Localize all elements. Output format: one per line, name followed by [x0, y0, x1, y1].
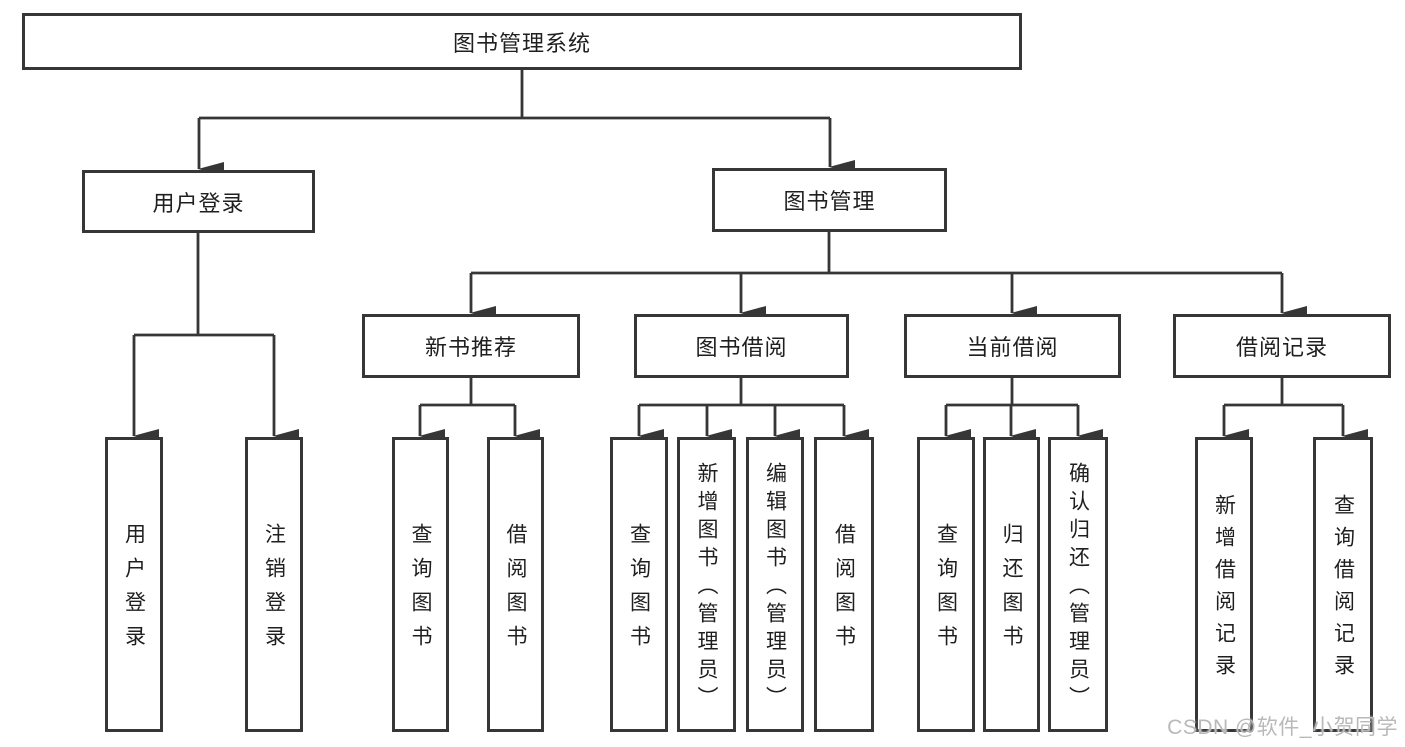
- leaf-borrow-books-recommend: 借阅图书: [487, 437, 544, 732]
- leaf-label: 新增借阅记录: [1212, 494, 1236, 686]
- node-root-system: 图书管理系统: [22, 13, 1022, 70]
- book-management-to-level3-connector: [469, 232, 1307, 320]
- leaf-query-borrow-record: 查询借阅记录: [1313, 437, 1373, 732]
- node-label: 用户登录: [152, 190, 245, 216]
- leaf-borrow-books: 借阅图书: [814, 437, 874, 732]
- borrow-records-leaves-connector: [1222, 378, 1368, 443]
- leaf-label: 用户登录: [122, 523, 146, 659]
- new-book-recommend-leaves-connector: [418, 378, 540, 443]
- node-root-label: 图书管理系统: [452, 30, 591, 56]
- leaf-add-books-admin: 新增图书（管理员）: [677, 437, 736, 732]
- node-borrow-records: 借阅记录: [1173, 314, 1391, 378]
- leaf-add-borrow-record: 新增借阅记录: [1195, 437, 1253, 732]
- current-borrow-leaves-connector: [944, 378, 1103, 443]
- leaf-user-login: 用户登录: [105, 437, 163, 732]
- leaf-label: 借阅图书: [832, 523, 856, 659]
- user-login-to-leaves-connector: [132, 233, 299, 443]
- leaf-label: 查询借阅记录: [1331, 494, 1355, 686]
- leaf-label: 注销登录: [262, 523, 286, 659]
- node-label: 新书推荐: [424, 335, 517, 360]
- leaf-edit-books-admin: 编辑图书（管理员）: [746, 437, 804, 732]
- leaf-label: 借阅图书: [504, 523, 527, 659]
- node-label: 当前借阅: [966, 335, 1059, 360]
- leaf-label: 查询图书: [627, 523, 651, 659]
- leaf-label: 归还图书: [1000, 523, 1023, 659]
- node-label: 借阅记录: [1235, 335, 1328, 360]
- leaf-label: 新增图书（管理员）: [695, 462, 718, 714]
- node-new-book-recommend: 新书推荐: [362, 314, 580, 378]
- node-user-login-branch: 用户登录: [82, 170, 315, 233]
- leaf-return-books: 归还图书: [983, 437, 1040, 732]
- node-book-borrow: 图书借阅: [634, 314, 849, 378]
- leaf-label: 确认归还（管理员）: [1066, 462, 1090, 714]
- book-borrow-leaves-connector: [637, 378, 869, 443]
- leaf-logout: 注销登录: [245, 437, 303, 732]
- leaf-label: 编辑图书（管理员）: [763, 462, 787, 714]
- csdn-watermark: CSDN @软件_小贺同学: [1167, 716, 1398, 739]
- node-label: 图书管理: [783, 189, 876, 214]
- node-label: 图书借阅: [695, 335, 788, 360]
- leaf-confirm-return-admin: 确认归还（管理员）: [1048, 437, 1108, 732]
- leaf-label: 查询图书: [934, 523, 958, 659]
- leaf-label: 查询图书: [409, 523, 432, 659]
- leaf-query-books-recommend: 查询图书: [392, 437, 449, 732]
- root-to-level2-connector: [197, 70, 855, 176]
- node-book-management-branch: 图书管理: [712, 168, 947, 232]
- node-current-borrow: 当前借阅: [904, 314, 1121, 378]
- leaf-query-books-current: 查询图书: [917, 437, 975, 732]
- leaf-query-books-borrow: 查询图书: [610, 437, 668, 732]
